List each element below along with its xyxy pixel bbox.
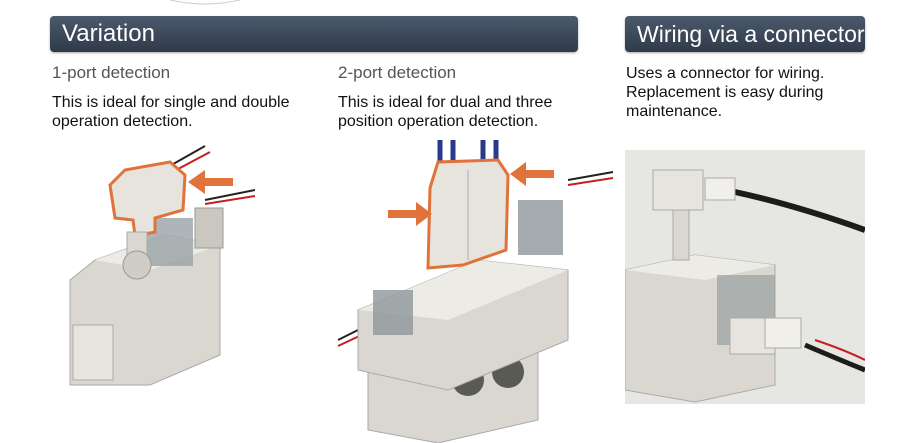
wiring-description: Uses a connector for wiring. Replacement…: [626, 65, 825, 120]
two-port-valve-image: [337, 140, 614, 443]
top-decoration: [170, 0, 240, 5]
arrow-icon: [510, 162, 554, 186]
variation-banner: Variation: [50, 16, 578, 52]
arrow-icon: [388, 202, 432, 226]
one-port-valve-image: [69, 145, 255, 386]
wiring-title: Wiring via a connector: [637, 21, 865, 47]
one-port-description: This is ideal for single and double oper…: [52, 94, 290, 130]
one-port-title: 1-port detection: [52, 63, 171, 82]
wiring-banner: Wiring via a connector: [625, 16, 865, 52]
arrow-icon: [188, 170, 233, 194]
connector-wiring-image: [625, 150, 865, 404]
variation-title: Variation: [62, 20, 155, 47]
two-port-description: This is ideal for dual and three positio…: [338, 94, 553, 130]
two-port-title: 2-port detection: [338, 63, 457, 82]
